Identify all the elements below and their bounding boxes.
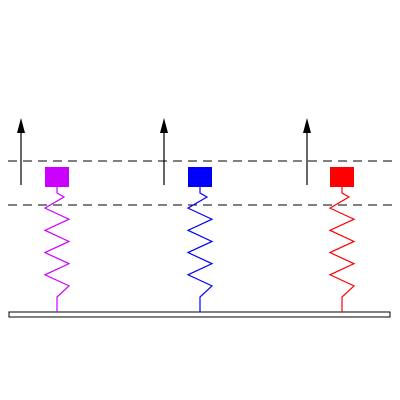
- red-spring: [328, 187, 356, 312]
- purple-spring: [43, 187, 71, 312]
- blue-spring: [186, 187, 214, 312]
- base-plate: [8, 311, 391, 318]
- blue-mass: [188, 167, 212, 187]
- purple-mass: [45, 167, 69, 187]
- red-mass: [330, 167, 354, 187]
- blue-arrow-head: [160, 118, 168, 133]
- purple-arrow-head: [17, 118, 25, 133]
- red-arrow-head: [303, 118, 311, 133]
